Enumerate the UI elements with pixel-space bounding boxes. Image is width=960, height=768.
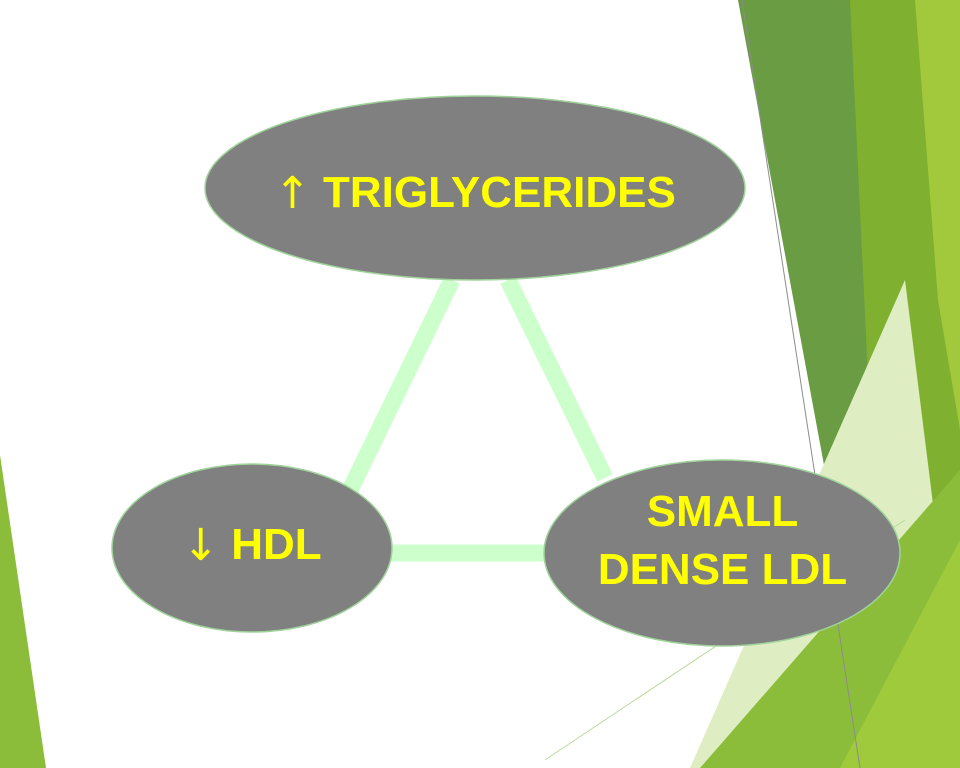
decor-shape-bottom-light bbox=[840, 540, 960, 768]
edge-triglycerides-ldl bbox=[500, 276, 613, 482]
node-hdl-label: ↓ HDL bbox=[112, 505, 392, 585]
edge-triglycerides-hdl bbox=[342, 276, 460, 494]
decor-shape-left bbox=[0, 455, 46, 768]
node-triglycerides-label: ↑ TRIGLYCERIDES bbox=[205, 148, 745, 238]
node-small-dense-ldl-shape bbox=[543, 459, 901, 647]
small-dense-ldl-line1: SMALL bbox=[646, 487, 799, 536]
down-arrow-icon: ↓ bbox=[182, 519, 220, 571]
node-hdl-shape bbox=[111, 463, 393, 633]
small-dense-ldl-line2: DENSE LDL bbox=[597, 545, 848, 594]
up-arrow-icon: ↑ bbox=[274, 167, 311, 219]
decor-shape-light bbox=[915, 0, 960, 430]
hdl-text: HDL bbox=[231, 520, 322, 569]
triangle-connectors bbox=[342, 276, 613, 562]
node-triglycerides-shape bbox=[204, 95, 746, 281]
decor-thin-line bbox=[741, 0, 861, 768]
node-small-dense-ldl-label: SMALL DENSE LDL bbox=[545, 478, 900, 604]
triglycerides-text: TRIGLYCERIDES bbox=[322, 168, 676, 217]
